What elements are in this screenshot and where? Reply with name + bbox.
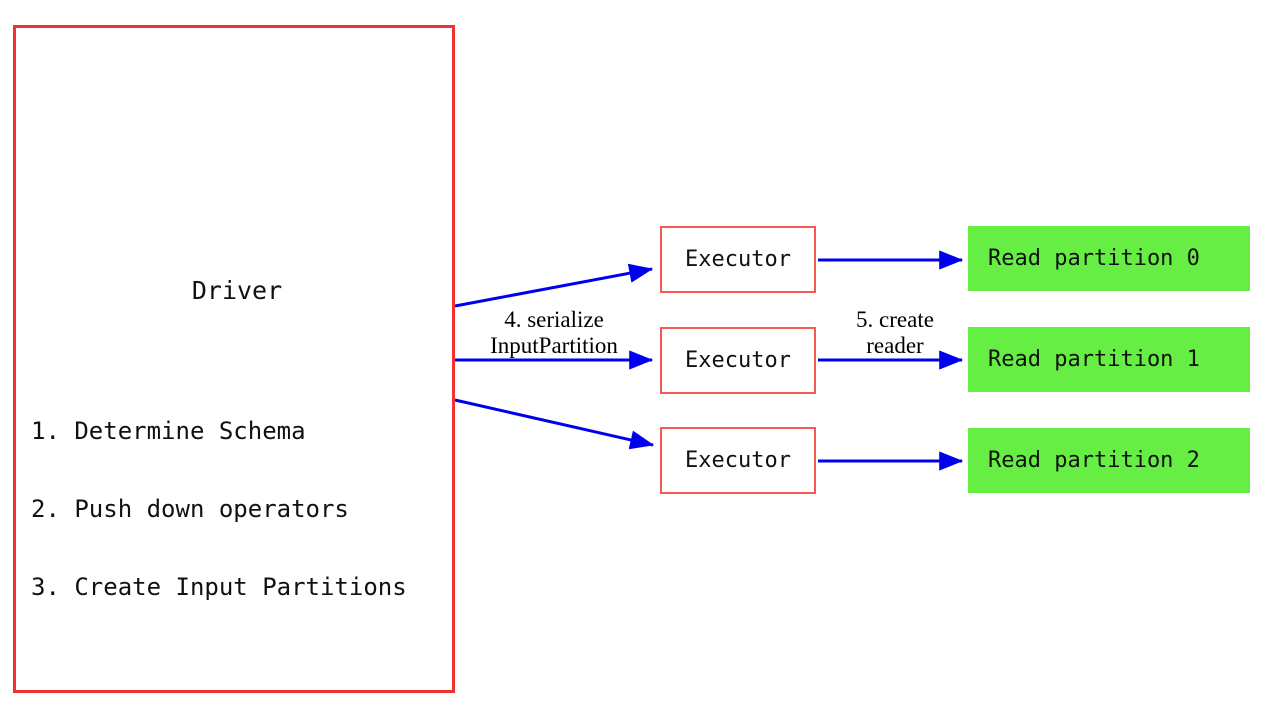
driver-steps-list: 1. Determine Schema 2. Push down operato… <box>31 366 407 652</box>
arrow-label-serialize-line-2: InputPartition <box>490 333 618 358</box>
partition-box-1: Read partition 1 <box>968 327 1250 392</box>
executor-box-1: Executor <box>660 327 816 394</box>
arrow-label-serialize-line-1: 4. serialize <box>504 307 604 332</box>
arrow-label-create-reader: 5. create reader <box>832 307 958 359</box>
driver-step-1: 1. Determine Schema <box>31 417 306 445</box>
arrow-label-serialize: 4. serialize InputPartition <box>466 307 642 359</box>
arrow-driver-to-executor-2 <box>454 398 655 450</box>
driver-title: Driver <box>191 276 283 305</box>
arrow-label-create-line-2: reader <box>866 333 924 358</box>
partition-box-0: Read partition 0 <box>968 226 1250 291</box>
executor-box-2: Executor <box>660 427 816 494</box>
partition-box-2: Read partition 2 <box>968 428 1250 493</box>
driver-box: Driver 1. Determine Schema 2. Push down … <box>13 25 455 693</box>
arrow-driver-to-executor-0 <box>454 263 654 308</box>
executor-box-0: Executor <box>660 226 816 293</box>
arrow-label-create-line-1: 5. create <box>856 307 934 332</box>
driver-step-2: 2. Push down operators <box>31 495 349 523</box>
driver-step-3: 3. Create Input Partitions <box>31 573 407 601</box>
